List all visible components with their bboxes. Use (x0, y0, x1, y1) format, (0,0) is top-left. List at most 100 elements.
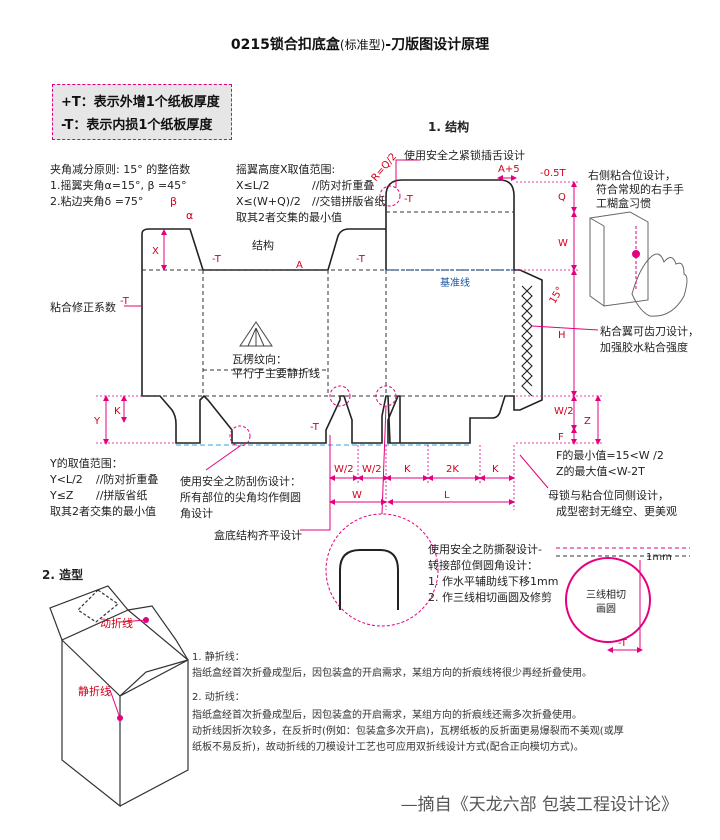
z-max-note: Z的最大值<W-2T (556, 465, 645, 478)
dim-k-2: K (492, 464, 499, 475)
legend-plus-t: +T：表示外增1个纸板厚度 (61, 95, 220, 110)
tear-note-3: 2. 作三线相切画圆及修剪 (428, 591, 552, 604)
flap-height-conclusion: 取其2者交集的最小值 (236, 211, 342, 224)
dim-f: F (558, 432, 564, 443)
static-fold-title: 1. 静折线： (192, 652, 245, 663)
dim-l: L (444, 490, 450, 501)
tear-note-0: 使用安全之防撕裂设计- (428, 543, 542, 556)
section-structure-title: 1. 结构 (428, 120, 470, 134)
flute-note-1: 平行于主要静折线 (232, 367, 320, 380)
y-range-conclusion: 取其2者交集的最小值 (50, 505, 156, 518)
right-glue-0: 右侧粘合位设计， (588, 169, 676, 182)
flap-height-rule-2: X≤(W+Q)/2 (236, 195, 301, 208)
dynamic-fold-title: 2. 动折线： (192, 692, 245, 703)
flute-symbol (239, 321, 273, 347)
structure-label: 结构 (252, 239, 274, 252)
dim-w-half-1: W/2 (334, 464, 354, 475)
model-pointers (109, 619, 147, 719)
dim-minus-t-5: -T (356, 254, 365, 265)
lock-note-0: 母锁与粘合位同侧设计， (548, 489, 669, 502)
title-main: 0215锁合扣底盒 (230, 37, 340, 53)
scratch-note-1: 所有部位的尖角均作倒圆 (180, 491, 301, 504)
angle-rule-2: 2.粘边夹角δ =75° (50, 195, 144, 208)
dynamic-fold-text-3: 纸板不易反折)，故动折线的刀模设计工艺也可应用双折线设计方式(配合正向模切方式)… (192, 742, 584, 753)
angle-rule-1: 1.摇翼夹角α=15°, β =45° (50, 179, 187, 192)
dim-w-half-2: W/2 (362, 464, 382, 475)
glue-teeth (521, 285, 533, 397)
flute-note-0: 瓦楞纹向： (232, 353, 287, 366)
dim-q: Q (558, 192, 566, 203)
y-range-rule-1: Y<L/2 (50, 473, 83, 486)
knife-note-1: 加强胶水粘合强度 (600, 341, 688, 354)
scratch-note-2: 角设计 (180, 507, 213, 520)
tangent-circle-detail (556, 547, 690, 653)
flap-height-rule-1: X≤L/2 (236, 179, 270, 192)
baseline-label: 基准线 (440, 278, 470, 289)
right-glue-1: 符合常规的右手手 (596, 183, 684, 196)
flap-height-title: 摇翼高度X取值范围: (236, 163, 336, 176)
y-range-rule-2: Y≤Z (50, 489, 74, 502)
circle-label-1: 画圆 (596, 604, 616, 615)
flap-height-note-1: //防对折重叠 (312, 179, 375, 192)
dim-w-bottom: W (352, 490, 362, 501)
title-tail: -刀版图设计原理 (385, 37, 490, 53)
dim-2k: 2K (446, 464, 459, 475)
static-fold-text: 指纸盒经首次折叠成型后，因包装盒的开启需求，某组方向的折痕线将很少再经折叠使用。 (192, 668, 592, 679)
y-range-note-2: //拼版省纸 (96, 489, 148, 502)
lock-note-1: 成型密封无缝空、更美观 (556, 505, 677, 518)
tear-detail (339, 549, 399, 610)
dieline-outline (141, 179, 543, 444)
hand-illustration (589, 211, 688, 317)
legend-minus-t: -T：表示内损1个纸板厚度 (61, 118, 213, 133)
dim-k-left: K (114, 406, 121, 417)
section-model-title: 2. 造型 (42, 568, 84, 582)
model-dynamic-label: 动折线 (100, 617, 133, 630)
dim-a: A (296, 260, 303, 271)
flap-height-note-2: //交错拼版省纸 (312, 195, 386, 208)
callout-leaders (124, 159, 599, 531)
circle-label-0: 三线相切 (586, 590, 626, 601)
y-range-note-1: //防对折重叠 (96, 473, 159, 486)
dimension-lines (103, 175, 601, 505)
dynamic-fold-text-1: 指纸盒经首次折叠成型后，因包装盒的开启需求，某组方向的折痕线还需多次折叠使用。 (192, 710, 582, 721)
tuck-note: 使用安全之紧锁插舌设计 (404, 149, 525, 162)
model-static-label: 静折线 (78, 685, 111, 698)
tear-note-1: 转接部位倒圆角设计： (428, 559, 538, 572)
tear-note-2: 1. 作水平辅助线下移1mm (428, 575, 559, 588)
box-model-sketch (49, 585, 189, 808)
f-min-note: F的最小值=15<W /2 (556, 449, 664, 462)
knife-note-0: 粘合翼可齿刀设计， (600, 325, 699, 338)
one-mm-label: 1mm (646, 552, 672, 563)
page-title: 0215锁合扣底盒(标准型)-刀版图设计原理 (0, 38, 720, 53)
dim-a-plus-5: A+5 (498, 164, 520, 175)
dim-h: H (558, 330, 566, 341)
dim-x: X (152, 246, 159, 257)
title-sub: (标准型) (339, 38, 386, 52)
dim-minus-t-1: -T (212, 254, 221, 265)
right-glue-2: 工糊盒习惯 (596, 197, 651, 210)
model-dot-dynamic (143, 617, 149, 623)
dim-w-half-right: W/2 (554, 406, 574, 417)
dynamic-fold-text-2: 动折线因折次较多，在反折时(例如：包装盒多次开启)，瓦楞纸板的反折面更易爆裂而不… (192, 726, 624, 737)
callout-circles (229, 185, 439, 627)
dim-minus-05t: -0.5T (540, 168, 566, 179)
extension-lines (96, 181, 604, 510)
dim-minus-t-3: -T (310, 422, 319, 433)
scratch-note-0: 使用安全之防刮伤设计： (180, 475, 301, 488)
dim-minus-t-4: -T (404, 194, 413, 205)
bottom-flush-label: 盒底结构齐平设计 (214, 529, 302, 542)
dim-w: W (558, 238, 568, 249)
angle-alpha: α (186, 209, 194, 222)
dim-z: Z (584, 416, 591, 427)
source-footer: —摘自《天龙六部 包装工程设计论》 (400, 795, 678, 815)
legend-box: +T：表示外增1个纸板厚度 -T：表示内损1个纸板厚度 (52, 84, 232, 140)
angle-rule-0: 夹角减分原则: 15° 的整倍数 (50, 163, 191, 176)
model-dot-static (117, 715, 123, 721)
dim-k-1: K (404, 464, 411, 475)
dim-minus-t-2: -T (120, 296, 129, 307)
dim-minus-t-6: -T (618, 638, 627, 649)
y-range-title: Y的取值范围： (50, 457, 123, 470)
angle-beta: β (170, 195, 178, 208)
glue-fix-label: 粘合修正系数 (50, 301, 116, 314)
